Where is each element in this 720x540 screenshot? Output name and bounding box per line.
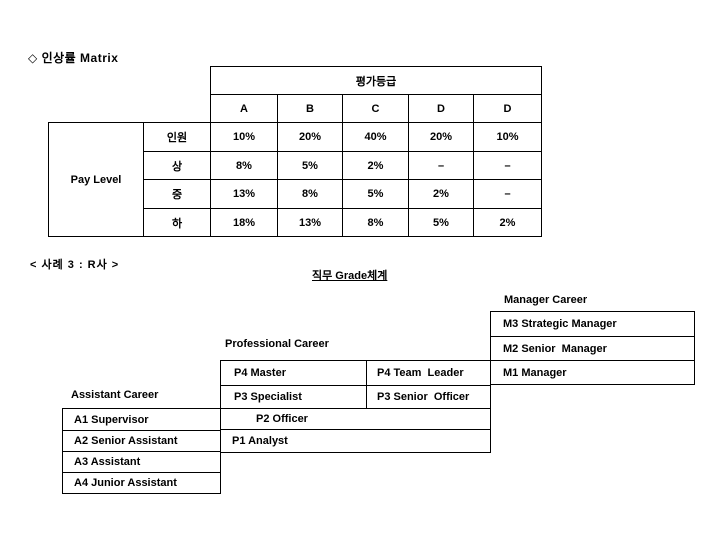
matrix-cell: 20%: [277, 122, 342, 151]
diagram-title: 직무 Grade체계: [312, 270, 388, 282]
table-merged-header: 평가등급: [210, 66, 542, 94]
grade-level: P4 Master: [234, 367, 286, 379]
matrix-cell: 18%: [210, 208, 277, 237]
grade-column-header: C: [342, 94, 408, 122]
pay-level-side-label: Pay Level: [48, 122, 143, 237]
matrix-cell: 2%: [473, 208, 542, 237]
matrix-row-label: 하: [143, 208, 210, 237]
matrix-cell: 20%: [408, 122, 473, 151]
grade-level: A2 Senior Assistant: [63, 430, 220, 451]
matrix-cell: 5%: [277, 151, 342, 179]
matrix-title-text: 인상률 Matrix: [41, 51, 119, 65]
professional-career-span-box: P2 Officer P1 Analyst: [220, 408, 491, 453]
grade-level: A1 Supervisor: [74, 413, 149, 426]
grade-column-header: D: [473, 94, 542, 122]
matrix-cell: 13%: [277, 208, 342, 237]
matrix-row-label: 인원: [143, 122, 210, 151]
matrix-cell: 8%: [342, 208, 408, 237]
grade-level: P3 Specialist: [234, 391, 302, 403]
matrix-cell: 8%: [277, 179, 342, 208]
matrix-cell: 8%: [210, 151, 277, 179]
assistant-career-label: Assistant Career: [71, 389, 159, 401]
grade-level: P3 Senior Officer: [366, 386, 490, 408]
grade-level: A3 Assistant: [63, 451, 220, 472]
matrix-cell: 10%: [210, 122, 277, 151]
matrix-cell: 5%: [342, 179, 408, 208]
grade-level: M3 Strategic Manager: [503, 318, 617, 330]
grade-level: M1 Manager: [491, 360, 694, 384]
diamond-bullet-icon: ◇: [28, 51, 38, 65]
matrix-title: ◇ 인상률 Matrix: [28, 49, 118, 66]
professional-career-label: Professional Career: [225, 338, 329, 350]
grade-level: P4 Team Leader: [366, 361, 490, 385]
matrix-cell: –: [473, 179, 542, 208]
grade-level: P1 Analyst: [232, 435, 288, 447]
matrix-row-label: 상: [143, 151, 210, 179]
matrix-row-label: 중: [143, 179, 210, 208]
manager-career-label: Manager Career: [504, 294, 588, 306]
assistant-career-box: A1 Supervisor A2 Senior Assistant A3 Ass…: [62, 408, 221, 494]
manager-career-box: M3 Strategic Manager M2 Senior Manager M…: [490, 311, 695, 385]
grade-level: M2 Senior Manager: [491, 336, 694, 360]
grade-level: P2 Officer: [220, 408, 490, 430]
matrix-cell: 10%: [473, 122, 542, 151]
matrix-cell: 2%: [408, 179, 473, 208]
matrix-cell: 2%: [342, 151, 408, 179]
matrix-cell: 5%: [408, 208, 473, 237]
grade-column-header: B: [277, 94, 342, 122]
matrix-cell: –: [473, 151, 542, 179]
grade-column-header: D: [408, 94, 473, 122]
professional-career-box: P4 Master P4 Team Leader P3 Specialist P…: [220, 360, 491, 409]
grade-column-header: A: [210, 94, 277, 122]
matrix-cell: 13%: [210, 179, 277, 208]
grade-level: A4 Junior Assistant: [63, 472, 220, 493]
matrix-cell: –: [408, 151, 473, 179]
case-label: < 사례 3 : R사 >: [30, 259, 120, 271]
matrix-cell: 40%: [342, 122, 408, 151]
increase-rate-matrix-table: 평가등급 A B C D D Pay Level 인원 10% 20% 40% …: [48, 66, 542, 237]
